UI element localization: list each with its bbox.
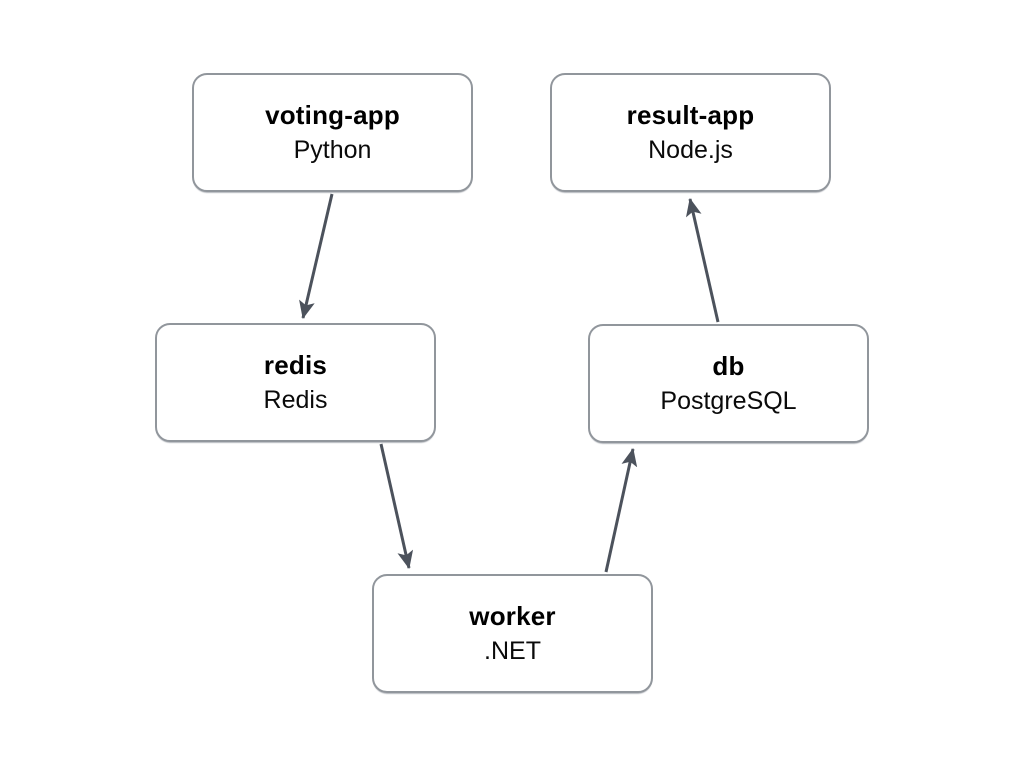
- node-result-app-title: result-app: [626, 99, 755, 130]
- node-result-app: result-app Node.js: [550, 73, 831, 192]
- node-redis-title: redis: [263, 349, 328, 380]
- edge-redis-to-worker: [379, 443, 414, 569]
- node-voting-app-title: voting-app: [265, 99, 400, 130]
- node-redis-subtitle: Redis: [263, 385, 328, 414]
- node-db: db PostgreSQL: [588, 324, 869, 443]
- node-db-subtitle: PostgreSQL: [660, 386, 797, 415]
- node-voting-app: voting-app Python: [192, 73, 473, 192]
- edge-voting-app-to-redis: [299, 193, 334, 319]
- node-worker-subtitle: .NET: [484, 636, 541, 665]
- node-db-title: db: [712, 350, 745, 381]
- node-worker-title: worker: [469, 600, 556, 631]
- edge-worker-to-db: [604, 448, 638, 573]
- node-voting-app-subtitle: Python: [293, 135, 372, 164]
- node-worker: worker .NET: [372, 574, 653, 693]
- node-redis: redis Redis: [155, 323, 436, 442]
- node-result-app-subtitle: Node.js: [648, 135, 733, 164]
- edge-db-to-result-app: [685, 198, 720, 323]
